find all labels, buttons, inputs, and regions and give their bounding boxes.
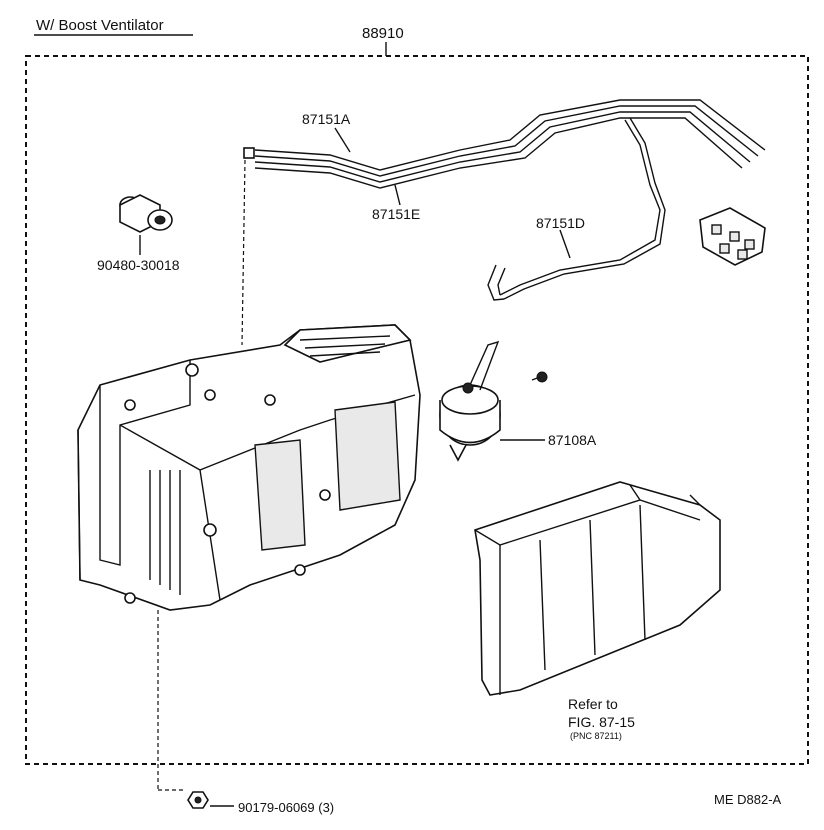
variant-label: W/ Boost Ventilator	[36, 17, 164, 34]
diagram-code: ME D882-A	[714, 792, 782, 807]
screw-part	[531, 371, 548, 383]
actuator-part	[439, 340, 501, 462]
hose-routing-dashline	[241, 159, 246, 346]
callout-hose-d: 87151D	[536, 215, 585, 231]
hose-a-leader	[334, 127, 351, 153]
callout-actuator: 87108A	[548, 432, 597, 448]
valve-connector-part	[699, 207, 766, 266]
callout-hose-e: 87151E	[372, 206, 420, 222]
hose-d-leader	[559, 229, 571, 259]
callout-clip: 90179-06069 (3)	[238, 800, 334, 815]
refer-line2: FIG. 87-15	[568, 714, 635, 730]
refer-line1: Refer to	[568, 696, 618, 712]
heater-unit-housing	[77, 324, 421, 611]
duct-case-part	[474, 481, 721, 696]
vacuum-hose-group	[243, 99, 766, 301]
hose-e-leader	[394, 184, 401, 206]
clip-part	[187, 791, 209, 809]
assembly-boundary	[25, 55, 809, 765]
assembly-number: 88910	[362, 25, 404, 42]
refer-line3: (PNC 87211)	[570, 731, 622, 741]
callout-hose-a: 87151A	[302, 111, 351, 127]
callout-switch: 90480-30018	[97, 257, 180, 273]
switch-part	[119, 194, 173, 233]
hose-end-connector	[243, 147, 255, 159]
